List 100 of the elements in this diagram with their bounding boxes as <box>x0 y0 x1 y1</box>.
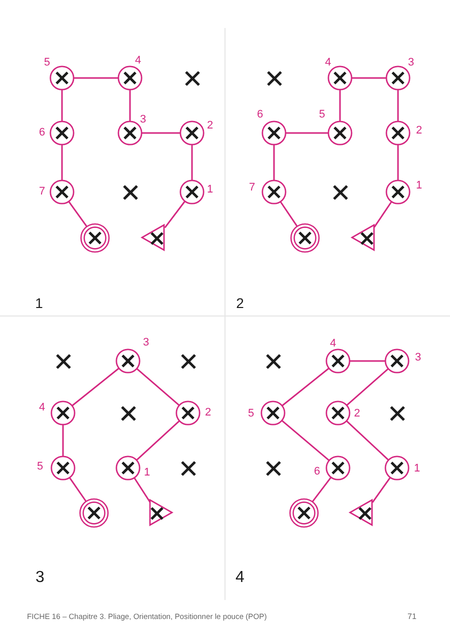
cross-icon <box>186 72 198 84</box>
ring-marker <box>115 348 141 374</box>
ring-marker <box>115 455 141 481</box>
connector-line <box>273 145 275 180</box>
connector-line <box>134 478 151 502</box>
connector-line <box>61 90 63 121</box>
ring-marker <box>49 120 75 146</box>
ring-marker <box>325 400 351 426</box>
ring-marker <box>325 348 351 374</box>
step-number: 7 <box>248 182 256 194</box>
step-number: 2 <box>206 120 214 132</box>
triangle-marker <box>351 224 375 250</box>
page-number: 71 <box>408 613 416 621</box>
ring-marker <box>179 179 205 205</box>
ring-marker <box>49 179 75 205</box>
ring-marker <box>385 120 411 146</box>
cross-icon <box>182 462 194 474</box>
step-number: 5 <box>36 462 44 472</box>
step-number: 3 <box>142 338 150 348</box>
step-number: 6 <box>256 110 264 120</box>
connector-line <box>397 90 399 121</box>
connector-line <box>62 425 64 456</box>
step-number: 2 <box>204 408 212 418</box>
connector-line <box>136 368 180 406</box>
ring-marker <box>325 455 351 481</box>
ring-marker <box>261 120 287 146</box>
step-number: 1 <box>206 184 214 196</box>
step-number: 3 <box>414 352 422 364</box>
step-number: 1 <box>414 464 420 474</box>
double-ring-marker <box>79 498 109 528</box>
step-number: 6 <box>38 128 46 138</box>
step-number: 1 <box>144 468 150 478</box>
ring-marker <box>260 400 286 426</box>
ring-marker <box>261 179 287 205</box>
connector-line <box>374 202 392 228</box>
cross-icon <box>122 406 134 420</box>
connector-line <box>136 420 180 460</box>
connector-line <box>72 368 120 406</box>
connector-line <box>397 145 399 180</box>
step-number: 1 <box>416 180 422 192</box>
ring-marker <box>327 120 353 146</box>
ring-marker <box>49 65 75 91</box>
connector-line <box>164 201 186 228</box>
ring-marker <box>179 120 205 146</box>
ring-marker <box>384 348 410 374</box>
connector-line <box>286 132 328 134</box>
step-number: 4 <box>134 56 142 66</box>
double-ring-marker <box>289 498 319 528</box>
double-ring-marker <box>80 223 110 253</box>
panel-number: 2 <box>236 296 244 310</box>
connector-line <box>280 202 298 227</box>
step-number: 2 <box>416 126 422 136</box>
cross-icon <box>266 354 280 368</box>
step-number: 6 <box>314 466 320 478</box>
connector-line <box>191 145 193 180</box>
cross-icon <box>124 186 136 198</box>
panel-number: 3 <box>36 570 44 586</box>
ring-marker <box>385 65 411 91</box>
cross-icon <box>268 72 280 84</box>
cross-icon <box>334 186 346 198</box>
connector-line <box>346 368 388 406</box>
triangle-marker <box>141 224 165 250</box>
step-number: 5 <box>248 408 254 420</box>
connector-line <box>282 420 330 461</box>
ring-marker <box>385 179 411 205</box>
step-number: 7 <box>38 186 46 198</box>
double-ring-marker <box>290 223 320 253</box>
cross-icon <box>182 354 194 368</box>
cross-icon <box>390 406 404 420</box>
step-number: 5 <box>44 58 50 68</box>
ring-marker <box>117 65 143 91</box>
connector-line <box>352 77 386 79</box>
connector-line <box>142 132 180 134</box>
cross-icon <box>266 462 280 474</box>
connector-line <box>74 77 118 79</box>
connector-line <box>350 360 385 362</box>
connector-line <box>372 477 391 503</box>
triangle-marker <box>149 498 173 526</box>
step-number: 3 <box>140 114 146 126</box>
ring-marker <box>175 400 201 426</box>
ring-marker <box>50 400 76 426</box>
ring-marker <box>327 65 353 91</box>
connector-line <box>129 90 131 121</box>
connector-line <box>312 477 332 502</box>
connector-line <box>69 477 87 502</box>
connector-line <box>339 90 341 121</box>
step-number: 5 <box>318 110 326 120</box>
ring-marker <box>384 455 410 481</box>
panel-number: 1 <box>35 296 43 310</box>
step-number: 3 <box>408 58 414 68</box>
panel-number: 4 <box>236 570 244 586</box>
step-number: 4 <box>38 402 46 414</box>
connector-line <box>346 420 389 460</box>
step-number: 2 <box>354 408 360 420</box>
ring-marker <box>50 455 76 481</box>
connector-line <box>61 145 63 180</box>
step-number: 4 <box>330 338 336 350</box>
connector-line <box>68 201 88 228</box>
triangle-marker <box>349 498 373 526</box>
step-number: 4 <box>324 58 332 68</box>
